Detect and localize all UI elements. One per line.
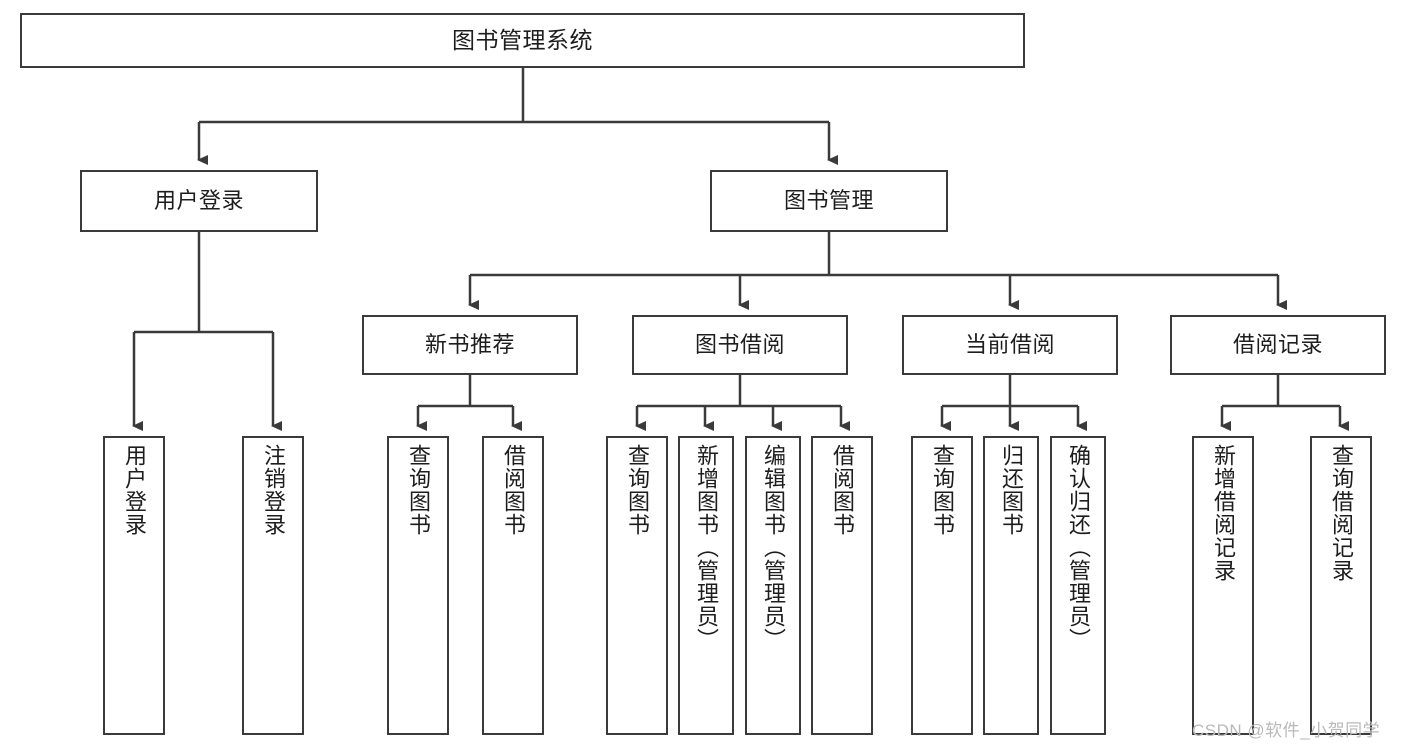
leaf-query-borrow-record[interactable]: 查询借阅记录 bbox=[1310, 436, 1372, 735]
node-label: 用户登录 bbox=[122, 444, 147, 536]
node-label: 确认归还（管理员） bbox=[1066, 444, 1091, 651]
node-label: 查询图书 bbox=[930, 444, 955, 536]
node-book-management[interactable]: 图书管理 bbox=[710, 170, 948, 232]
node-borrow-record[interactable]: 借阅记录 bbox=[1170, 315, 1386, 375]
leaf-add-borrow-record[interactable]: 新增借阅记录 bbox=[1192, 436, 1254, 735]
leaf-add-book-admin[interactable]: 新增图书（管理员） bbox=[678, 436, 734, 735]
node-new-book-recommend[interactable]: 新书推荐 bbox=[362, 315, 578, 375]
node-current-borrow[interactable]: 当前借阅 bbox=[902, 315, 1118, 375]
leaf-confirm-return-admin[interactable]: 确认归还（管理员） bbox=[1050, 436, 1106, 735]
node-label: 用户登录 bbox=[153, 187, 244, 213]
node-label: 编辑图书（管理员） bbox=[761, 444, 786, 651]
node-book-borrow[interactable]: 图书借阅 bbox=[632, 315, 848, 375]
node-label: 注销登录 bbox=[261, 444, 286, 536]
leaf-edit-book-admin[interactable]: 编辑图书（管理员） bbox=[745, 436, 801, 735]
node-label: 新增借阅记录 bbox=[1211, 444, 1236, 582]
node-label: 新增图书（管理员） bbox=[694, 444, 719, 651]
leaf-user-login[interactable]: 用户登录 bbox=[103, 436, 165, 735]
watermark: CSDN @软件_小贺同学 bbox=[1192, 721, 1381, 740]
node-label: 借阅图书 bbox=[830, 444, 855, 536]
node-label: 归还图书 bbox=[999, 444, 1024, 536]
leaf-return-book[interactable]: 归还图书 bbox=[983, 436, 1039, 735]
node-label: 查询图书 bbox=[406, 444, 431, 536]
leaf-logout[interactable]: 注销登录 bbox=[242, 436, 304, 735]
node-user-login[interactable]: 用户登录 bbox=[80, 170, 318, 232]
leaf-query-book-current[interactable]: 查询图书 bbox=[911, 436, 973, 735]
leaf-query-book-borrow[interactable]: 查询图书 bbox=[606, 436, 668, 735]
node-label: 图书管理系统 bbox=[452, 26, 593, 53]
leaf-query-book-recommend[interactable]: 查询图书 bbox=[387, 436, 449, 735]
node-label: 借阅记录 bbox=[1232, 331, 1323, 357]
leaf-borrow-book[interactable]: 借阅图书 bbox=[811, 436, 873, 735]
node-root-system[interactable]: 图书管理系统 bbox=[20, 13, 1025, 68]
node-label: 当前借阅 bbox=[964, 331, 1055, 357]
node-label: 借阅图书 bbox=[501, 444, 526, 536]
node-label: 图书管理 bbox=[783, 187, 874, 213]
node-label: 查询借阅记录 bbox=[1329, 444, 1354, 582]
node-label: 查询图书 bbox=[625, 444, 650, 536]
leaf-borrow-book-recommend[interactable]: 借阅图书 bbox=[482, 436, 544, 735]
node-label: 图书借阅 bbox=[694, 331, 785, 357]
node-label: 新书推荐 bbox=[424, 331, 515, 357]
